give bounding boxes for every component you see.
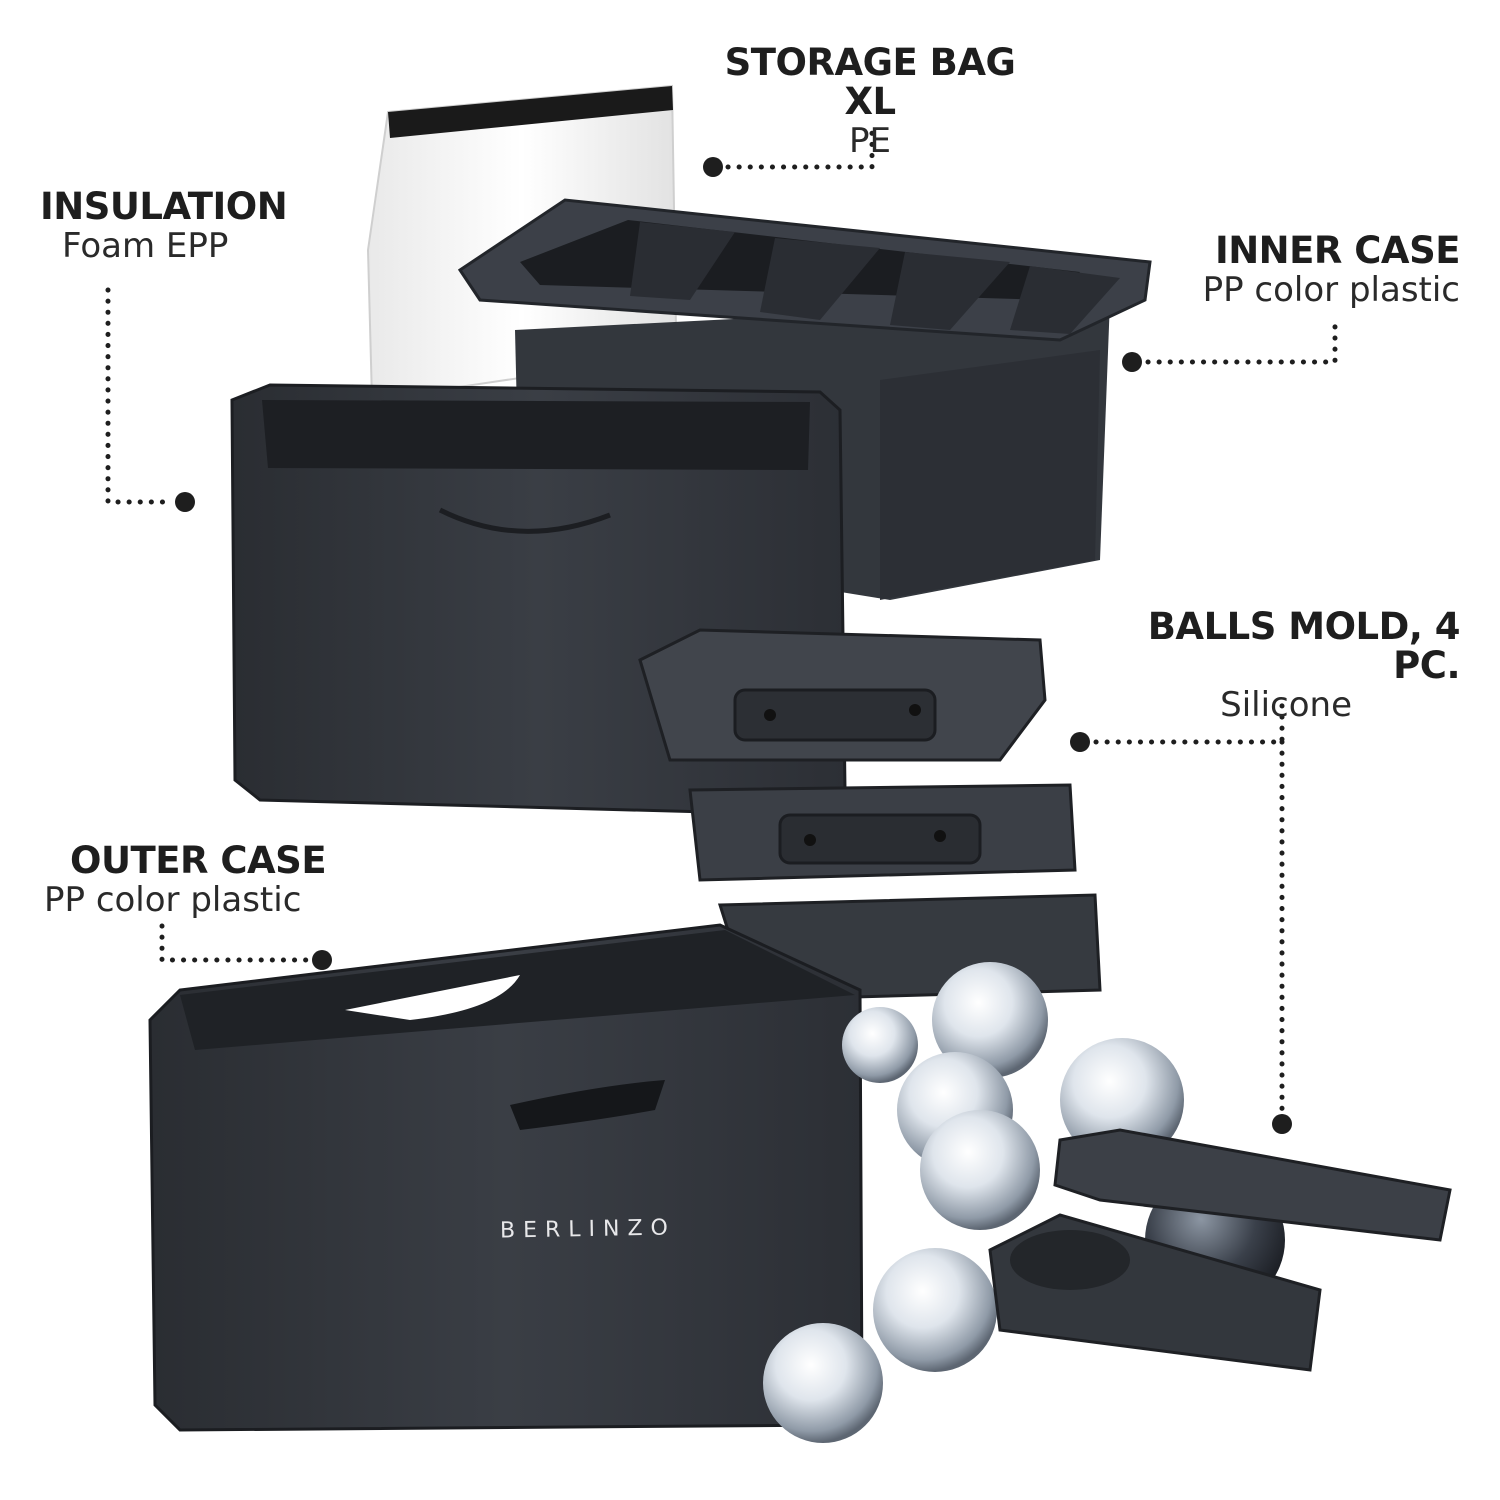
insulation-leader-dot <box>175 492 195 512</box>
insulation-material: Foam EPP <box>62 225 229 266</box>
insulation-title: INSULATION <box>40 185 288 228</box>
balls-mold-leader-dot-upper <box>1070 732 1090 752</box>
balls-mold-leader-dot-lower <box>1272 1114 1292 1134</box>
balls-mold-title: BALLS MOLD, 4 PC. <box>1147 605 1461 687</box>
inner-case-title: INNER CASE <box>1214 229 1461 272</box>
outer-case-title: OUTER CASE <box>70 839 327 882</box>
inner-case-material: PP color plastic <box>1202 269 1460 310</box>
open-mold <box>988 1128 1452 1372</box>
inner-case-leader-dot <box>1122 352 1142 372</box>
leader-lines <box>105 127 1338 1134</box>
storage-bag-title: STORAGE BAG XL <box>724 41 1016 123</box>
outer-case-material: PP color plastic <box>44 879 302 920</box>
outer-case-leader-dot <box>312 950 332 970</box>
storage-bag-label: STORAGE BAG XL PE <box>700 41 1040 161</box>
brand-logo-text: BERLINZO <box>499 1215 677 1244</box>
storage-bag-leader-dot <box>703 157 723 177</box>
outer-case-label: OUTER CASE PP color plastic <box>44 839 344 920</box>
insulation-label: INSULATION Foam EPP <box>40 185 300 266</box>
balls-mold-material: Silicone <box>1220 684 1352 725</box>
balls-mold-label: BALLS MOLD, 4 PC. Silicone <box>1080 605 1461 725</box>
outer-case <box>148 923 864 1432</box>
storage-bag-material: PE <box>849 120 891 161</box>
inner-case-label: INNER CASE PP color plastic <box>1130 229 1461 310</box>
